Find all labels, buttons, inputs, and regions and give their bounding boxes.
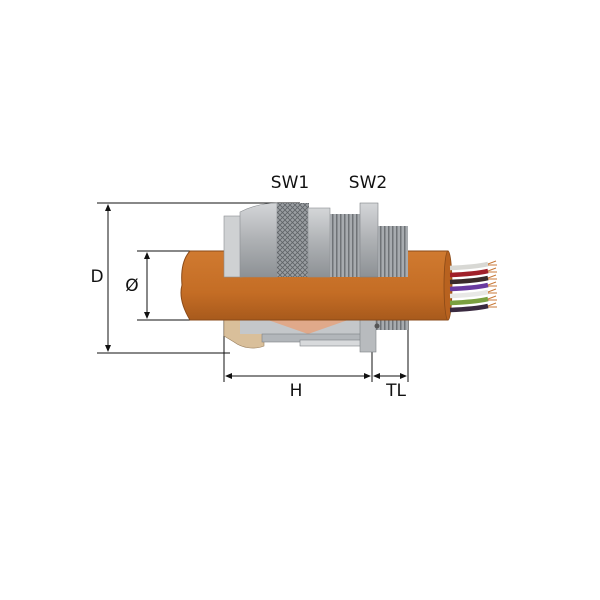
cable-cores bbox=[449, 260, 497, 313]
wire-core bbox=[449, 275, 489, 285]
label-h: H bbox=[290, 381, 303, 401]
wire-core bbox=[449, 303, 489, 313]
wire-copper-strands bbox=[487, 302, 497, 308]
wire-core bbox=[449, 282, 489, 292]
wire-copper-strands bbox=[487, 274, 497, 280]
label-sw1: SW1 bbox=[271, 173, 309, 193]
wire-core bbox=[449, 261, 489, 271]
wire-core bbox=[449, 268, 489, 278]
dimension-d bbox=[97, 202, 300, 354]
wire-copper-strands bbox=[487, 260, 497, 266]
gland-body bbox=[223, 202, 408, 278]
wire-copper-strands bbox=[487, 288, 497, 294]
label-diameter: Ø bbox=[125, 276, 138, 296]
label-tl: TL bbox=[385, 381, 406, 401]
dimension-diameter bbox=[137, 250, 190, 321]
label-d: D bbox=[90, 267, 103, 287]
gland-cross-section bbox=[223, 319, 408, 353]
wire-core bbox=[449, 296, 489, 306]
wire-core bbox=[449, 289, 489, 299]
wire-copper-strands bbox=[487, 267, 497, 273]
locknut-sw2 bbox=[359, 202, 379, 278]
wire-copper-strands bbox=[487, 295, 497, 301]
knurled-nut-sw1 bbox=[277, 203, 309, 277]
label-sw2: SW2 bbox=[349, 173, 387, 193]
wire-copper-strands bbox=[487, 281, 497, 287]
